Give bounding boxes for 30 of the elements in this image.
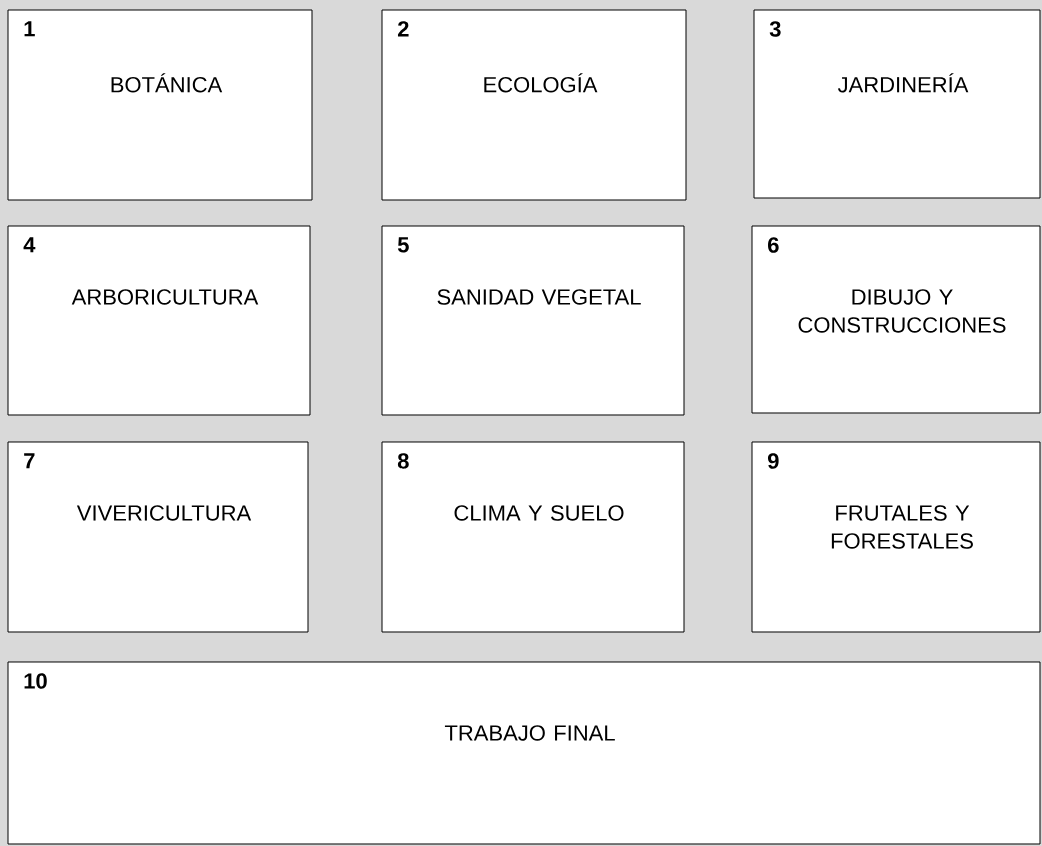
subject-box	[753, 9, 1041, 199]
box-number: 3	[769, 21, 781, 37]
subject-title: VIVERICULTURA	[76, 505, 252, 521]
subject-title: BOTÁNICA	[111, 73, 223, 93]
subject-box	[751, 441, 1041, 633]
box-number: 4	[23, 237, 36, 253]
box-number: 9	[767, 453, 779, 469]
box-number: 2	[397, 21, 409, 37]
subject-box	[381, 225, 685, 416]
subject-title: ARBORICULTURA	[71, 289, 259, 305]
subject-box	[381, 9, 687, 201]
subject-box	[751, 225, 1041, 414]
subject-box	[7, 225, 311, 416]
subject-title: CLIMA Y SUELO	[454, 505, 624, 521]
box-number: 1	[24, 21, 35, 37]
box-number: 10	[24, 673, 47, 689]
subject-title: SANIDAD VEGETAL	[437, 289, 641, 305]
subject-box	[381, 441, 685, 633]
box-number: 7	[24, 453, 35, 469]
subject-title: ECOLOGÍA	[484, 73, 598, 93]
subject-title: TRABAJO FINAL	[444, 725, 615, 741]
subject-title: JARDINERÍA	[837, 73, 969, 93]
subject-box	[7, 9, 313, 201]
subject-box	[7, 441, 309, 633]
box-number: 5	[397, 237, 409, 253]
box-number: 6	[768, 237, 779, 253]
subject-title: FRUTALES Y FORESTALES	[831, 505, 973, 549]
subject-box	[7, 661, 1041, 845]
box-number: 8	[397, 453, 409, 469]
subject-title: DIBUJO Y CONSTRUCCIONES	[798, 289, 1006, 333]
